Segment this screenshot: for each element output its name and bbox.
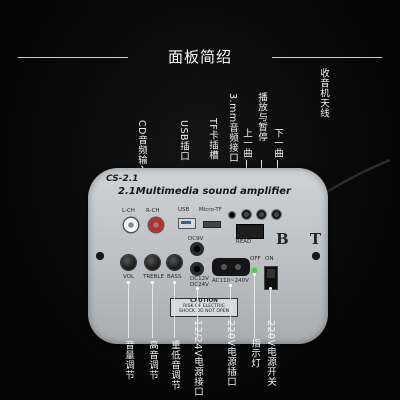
aux-35mm-jack[interactable]: [228, 211, 236, 219]
pointer-volume: [128, 282, 129, 338]
pointer-indicator: [254, 274, 255, 338]
callout-next: 下一曲: [272, 128, 283, 158]
label-rch: R-CH: [146, 208, 160, 214]
panel-subtitle: 2.1Multimedia sound amplifier: [118, 186, 291, 197]
label-off: OFF: [250, 256, 261, 262]
label-read: READ: [236, 239, 252, 245]
ac-power-socket[interactable]: [212, 258, 250, 276]
pointer-dot-indicator: [253, 273, 256, 276]
usb-port[interactable]: [178, 218, 196, 229]
volume-knob[interactable]: [121, 255, 136, 270]
label-dc9v: DC9V: [188, 236, 204, 242]
play-pause-button[interactable]: [257, 210, 266, 219]
next-button[interactable]: [272, 210, 281, 219]
dc9v-jack[interactable]: [190, 242, 204, 256]
dc12-24v-jack[interactable]: [190, 262, 204, 276]
pointer-dot-volume: [127, 281, 130, 284]
callout-tf: TF卡插槽: [207, 118, 218, 161]
callout-usb: USB插口: [178, 120, 189, 162]
label-dc12v: DC12V: [190, 276, 209, 282]
caution-label: CAUTION RISK OF ELECTRIC SHOCK DO NOT OP…: [170, 298, 238, 317]
label-dc24v: DC24V: [190, 282, 209, 288]
page-title: 面板简绍: [167, 48, 232, 66]
callout-dc: 12/24V电源接口: [192, 320, 203, 397]
tf-card-slot[interactable]: [203, 221, 221, 228]
label-usb: USB: [178, 207, 190, 213]
callout-treble: 高音调节: [147, 340, 158, 380]
pointer-dot-switch: [269, 287, 272, 290]
bass-knob[interactable]: [167, 255, 182, 270]
callout-volume: 音量调节: [123, 340, 134, 380]
prev-button[interactable]: [242, 210, 251, 219]
title-divider-right: [272, 57, 382, 58]
label-microtf: Micro-TF: [199, 207, 222, 213]
label-ac: AC110~240V: [212, 278, 249, 284]
pointer-dot-dc: [196, 287, 199, 290]
callout-cd-input: CD音频输入: [136, 120, 147, 175]
model-label: CS-2.1: [106, 174, 139, 184]
pointer-treble: [152, 282, 153, 338]
rca-right-input[interactable]: [149, 218, 163, 232]
callout-indicator: 指示灯: [249, 338, 260, 368]
callout-ac: 220V电源插口: [225, 320, 236, 387]
callout-antenna: 收音机天线: [318, 68, 329, 118]
callout-bass: 重低音调节: [169, 340, 180, 390]
bluetooth-label: B T: [276, 230, 330, 248]
caution-line2: SHOCK DO NOT OPEN: [178, 309, 230, 315]
label-on: ON: [265, 256, 274, 262]
pointer-dot-ac: [229, 284, 232, 287]
pointer-bass: [174, 282, 175, 338]
callout-play: 播放与暂停: [256, 92, 267, 142]
title-divider-left: [18, 57, 128, 58]
label-treble: TREBLE: [143, 274, 164, 280]
pointer-dot-treble: [151, 281, 154, 284]
pointer-switch: [270, 288, 271, 338]
label-bass: BASS: [167, 274, 182, 280]
title-bar: 面板简绍: [0, 44, 400, 70]
mount-hole-right: [312, 252, 320, 260]
callout-prev: 上一曲: [241, 128, 252, 158]
mount-hole-left: [96, 252, 104, 260]
callout-35mm: 3.mm音频接口: [227, 93, 238, 163]
label-lch: L-CH: [122, 208, 135, 214]
callout-power-switch: 220V电源开关: [265, 320, 276, 387]
caution-title: CAUTION: [190, 298, 218, 304]
pointer-ac: [230, 285, 231, 338]
caution-line1: RISK OF ELECTRIC: [183, 304, 225, 310]
rca-left-input[interactable]: [124, 218, 138, 232]
power-indicator-led: [252, 268, 257, 273]
pointer-dot-bass: [173, 281, 176, 284]
treble-knob[interactable]: [145, 255, 160, 270]
status-display: [236, 224, 264, 239]
pointer-dc: [197, 288, 198, 338]
label-vol: VOL: [123, 274, 135, 280]
